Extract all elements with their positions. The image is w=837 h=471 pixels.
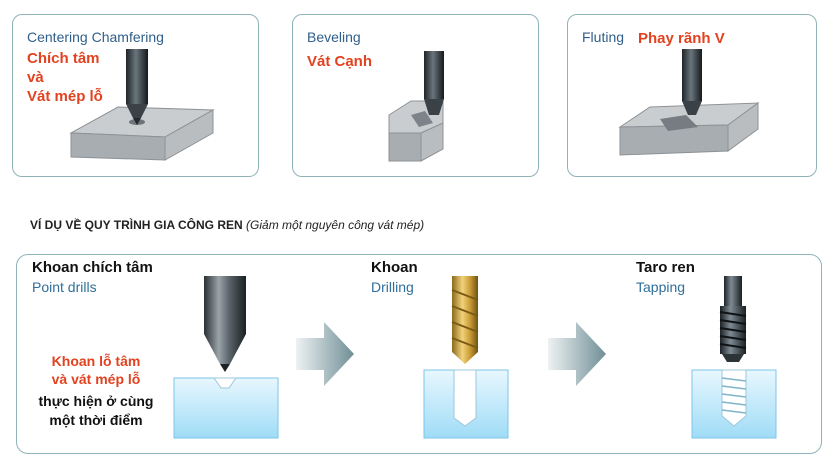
- drill-illustration: [412, 266, 522, 456]
- fluting-illustration: [568, 15, 816, 175]
- beveling-illustration: [293, 15, 538, 175]
- point-drill-illustration: [168, 262, 288, 452]
- section-title: VÍ DỤ VỀ QUY TRÌNH GIA CÔNG REN (Giảm mộ…: [30, 218, 424, 232]
- step-3-en-label: Tapping: [636, 279, 685, 295]
- arrow-right-icon: [548, 322, 608, 386]
- step-2-vn-label: Khoan: [371, 259, 418, 276]
- centering-illustration: [13, 15, 258, 175]
- step-1-en-label: Point drills: [32, 279, 97, 295]
- note-red: Khoan lỗ tâm và vát mép lỗ: [26, 352, 166, 388]
- step-2-en-label: Drilling: [371, 279, 414, 295]
- tap-illustration: [684, 266, 794, 456]
- arrow-right-icon: [296, 322, 356, 386]
- section-subtitle: (Giảm một nguyên công vát mép): [246, 218, 424, 232]
- note-black: thực hiện ở cùng một thời điểm: [20, 392, 172, 430]
- step-1-vn-label: Khoan chích tâm: [32, 259, 153, 276]
- card-fluting: Fluting Phay rãnh V: [567, 14, 817, 177]
- card-centering-chamfering: Centering Chamfering Chích tâm và Vát mé…: [12, 14, 259, 177]
- card-beveling: Beveling Vát Cạnh: [292, 14, 539, 177]
